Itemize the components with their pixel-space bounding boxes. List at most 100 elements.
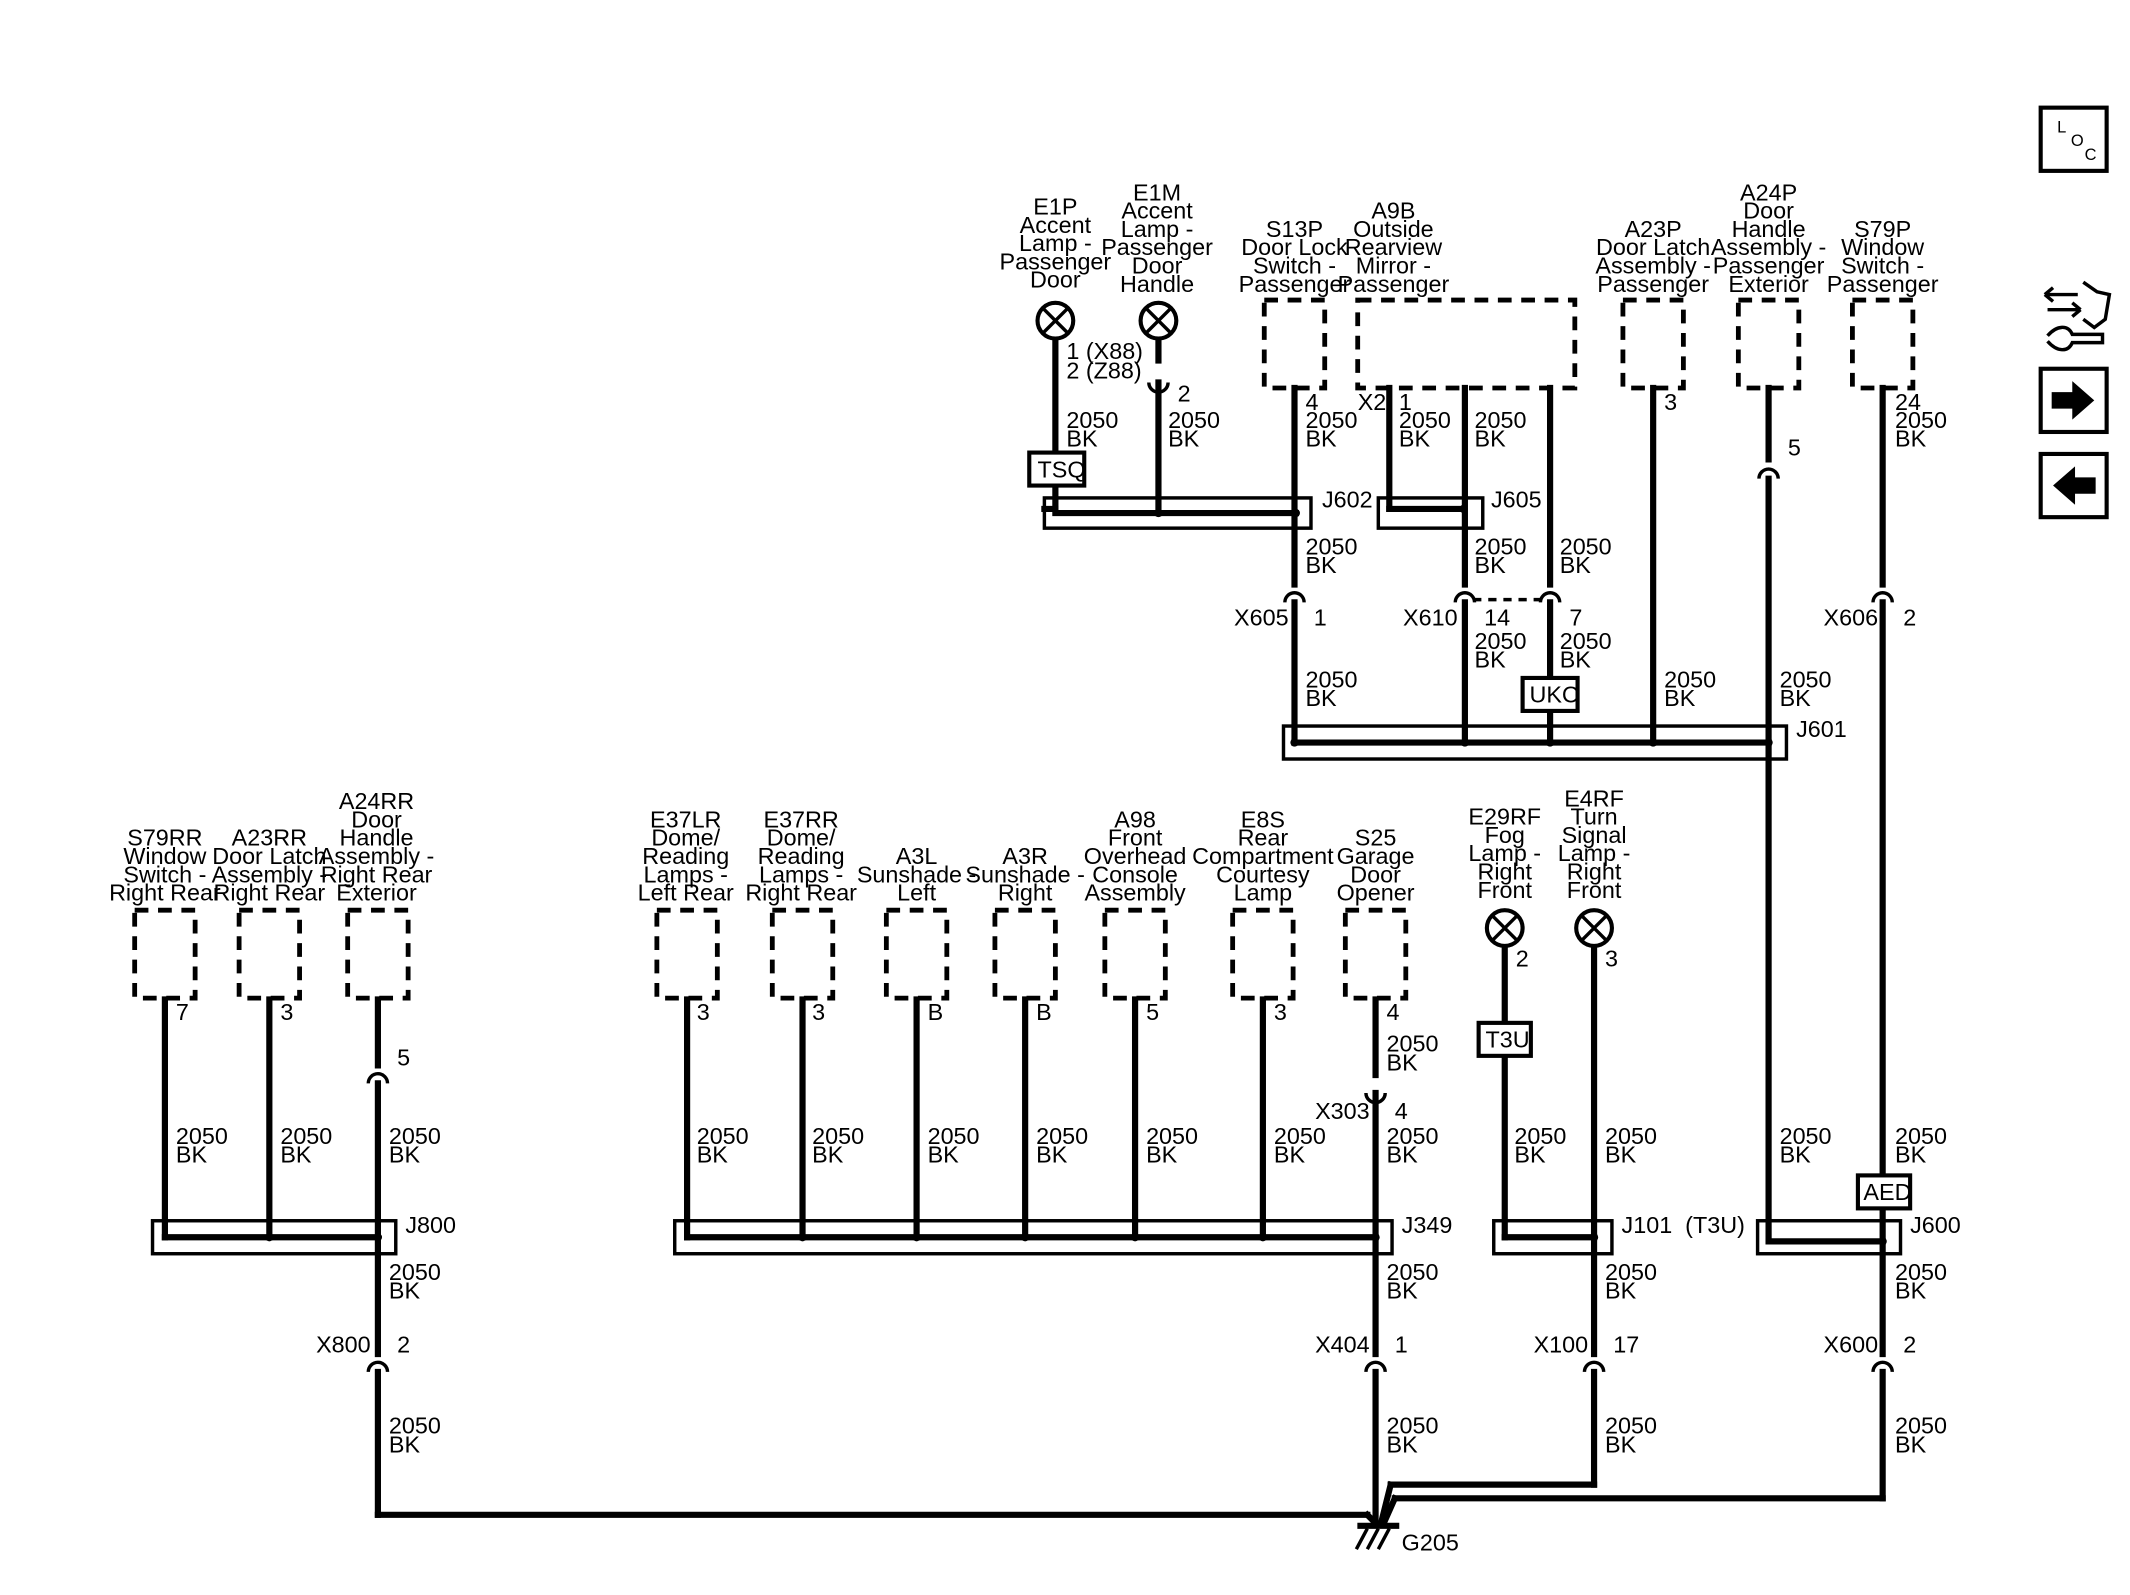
svg-text:L: L: [2057, 118, 2066, 136]
component-label-line: Courtesy: [1216, 861, 1310, 887]
wire-gauge: 2050: [1475, 407, 1527, 433]
wire-gauge: 2050: [1895, 1413, 1947, 1439]
component-label-line: Fog: [1485, 822, 1525, 848]
wire-color: BK: [1387, 1431, 1419, 1457]
component-label-line: E29RF: [1468, 804, 1541, 830]
component-label-line: Door: [1132, 253, 1183, 279]
next-arrow-button[interactable]: [2038, 366, 2109, 435]
component-label-line: A3R: [1002, 843, 1047, 869]
connector-x605: X605: [1234, 605, 1289, 631]
component-label-line: Right Rear: [745, 880, 857, 906]
splice-j602: J602: [1322, 487, 1373, 513]
wire-color: BK: [1475, 552, 1507, 578]
pin-a23p: 3: [1664, 389, 1677, 415]
pin-s25: 4: [1387, 999, 1400, 1025]
previous-arrow-button[interactable]: [2038, 451, 2109, 520]
splice-j101: J101 (T3U): [1622, 1212, 1745, 1238]
connector-view-icon[interactable]: [2043, 280, 2112, 352]
wire-color: BK: [1387, 1141, 1419, 1167]
svg-text:C: C: [2085, 146, 2097, 164]
component-label-line: Outside: [1353, 216, 1434, 242]
wire-color: BK: [1475, 425, 1507, 451]
connector-x605-pin: 1: [1314, 605, 1327, 631]
connector-x610-pin2: 7: [1569, 605, 1582, 631]
pin-e1m: 2: [1178, 381, 1191, 407]
pin-e29rf: 2: [1516, 946, 1529, 972]
connector-x404: X404: [1315, 1332, 1370, 1358]
wire-gauge: 2050: [1895, 407, 1947, 433]
wire-color: BK: [1305, 552, 1337, 578]
wire-gauge: 2050: [1780, 667, 1832, 693]
component-label-line: Right: [998, 880, 1053, 906]
component-label-line: S13P: [1266, 216, 1323, 242]
component-label-line: Right Rear: [109, 880, 221, 906]
wire-color: BK: [697, 1141, 729, 1167]
wire-gauge: 2050: [1780, 1123, 1832, 1149]
wire-gauge: 2050: [1560, 628, 1612, 654]
component-label-line: Passenger: [1000, 248, 1112, 274]
wire-color: BK: [1146, 1141, 1178, 1167]
component-label-line: Reading: [758, 843, 845, 869]
pin-e1p-2: 2 (Z88): [1066, 357, 1141, 383]
svg-text:O: O: [2071, 132, 2084, 150]
pin-s79p: 24: [1895, 389, 1921, 415]
component-label-line: Opener: [1337, 880, 1415, 906]
component-label-line: Lamp -: [1468, 840, 1541, 866]
component-label-line: Passenger: [1338, 271, 1450, 297]
component-label-line: Switch -: [123, 861, 206, 887]
connector-x303: X303: [1315, 1098, 1370, 1124]
component-label-line: A24P: [1740, 179, 1797, 205]
component-label-line: Signal: [1562, 822, 1627, 848]
wire-color: BK: [1895, 1431, 1927, 1457]
component-label-line: Lamp -: [1019, 230, 1092, 256]
option-boxes: [1027, 450, 1913, 1211]
wire-color: BK: [1305, 685, 1337, 711]
loc-button[interactable]: L O C: [2038, 105, 2109, 173]
pin-e37rr: 3: [812, 999, 825, 1025]
splice-j349: J349: [1402, 1212, 1453, 1238]
component-label-line: Sunshade -: [965, 861, 1084, 887]
splice-j600: J600: [1910, 1212, 1961, 1238]
component-label-line: E37RR: [763, 806, 838, 832]
connector-x600-pin: 2: [1903, 1332, 1916, 1358]
component-label-line: Lamps -: [644, 861, 728, 887]
component-label-line: Sunshade -: [857, 861, 976, 887]
wire-gauge: 2050: [389, 1413, 441, 1439]
component-label-line: Turn: [1570, 804, 1617, 830]
wire-gauge: 2050: [1387, 1259, 1439, 1285]
component-label-line: Assembly -: [1595, 253, 1711, 279]
component-label-line: Mirror -: [1356, 253, 1431, 279]
component-label-line: Lamp -: [1121, 216, 1194, 242]
splice-j605: J605: [1491, 487, 1542, 513]
pin-a9b-x2: X2: [1358, 389, 1387, 415]
wire-gauge: 2050: [1305, 407, 1357, 433]
component-label-line: E8S: [1241, 806, 1285, 832]
pin-a24rr: 5: [397, 1044, 410, 1070]
component-label-line: E37LR: [650, 806, 721, 832]
component-label-line: Passenger: [1239, 271, 1351, 297]
component-label-line: A23RR: [232, 825, 307, 851]
component-label-line: Exterior: [1728, 271, 1809, 297]
wire-color: BK: [1605, 1277, 1637, 1303]
component-label-line: Lamp: [1234, 880, 1292, 906]
